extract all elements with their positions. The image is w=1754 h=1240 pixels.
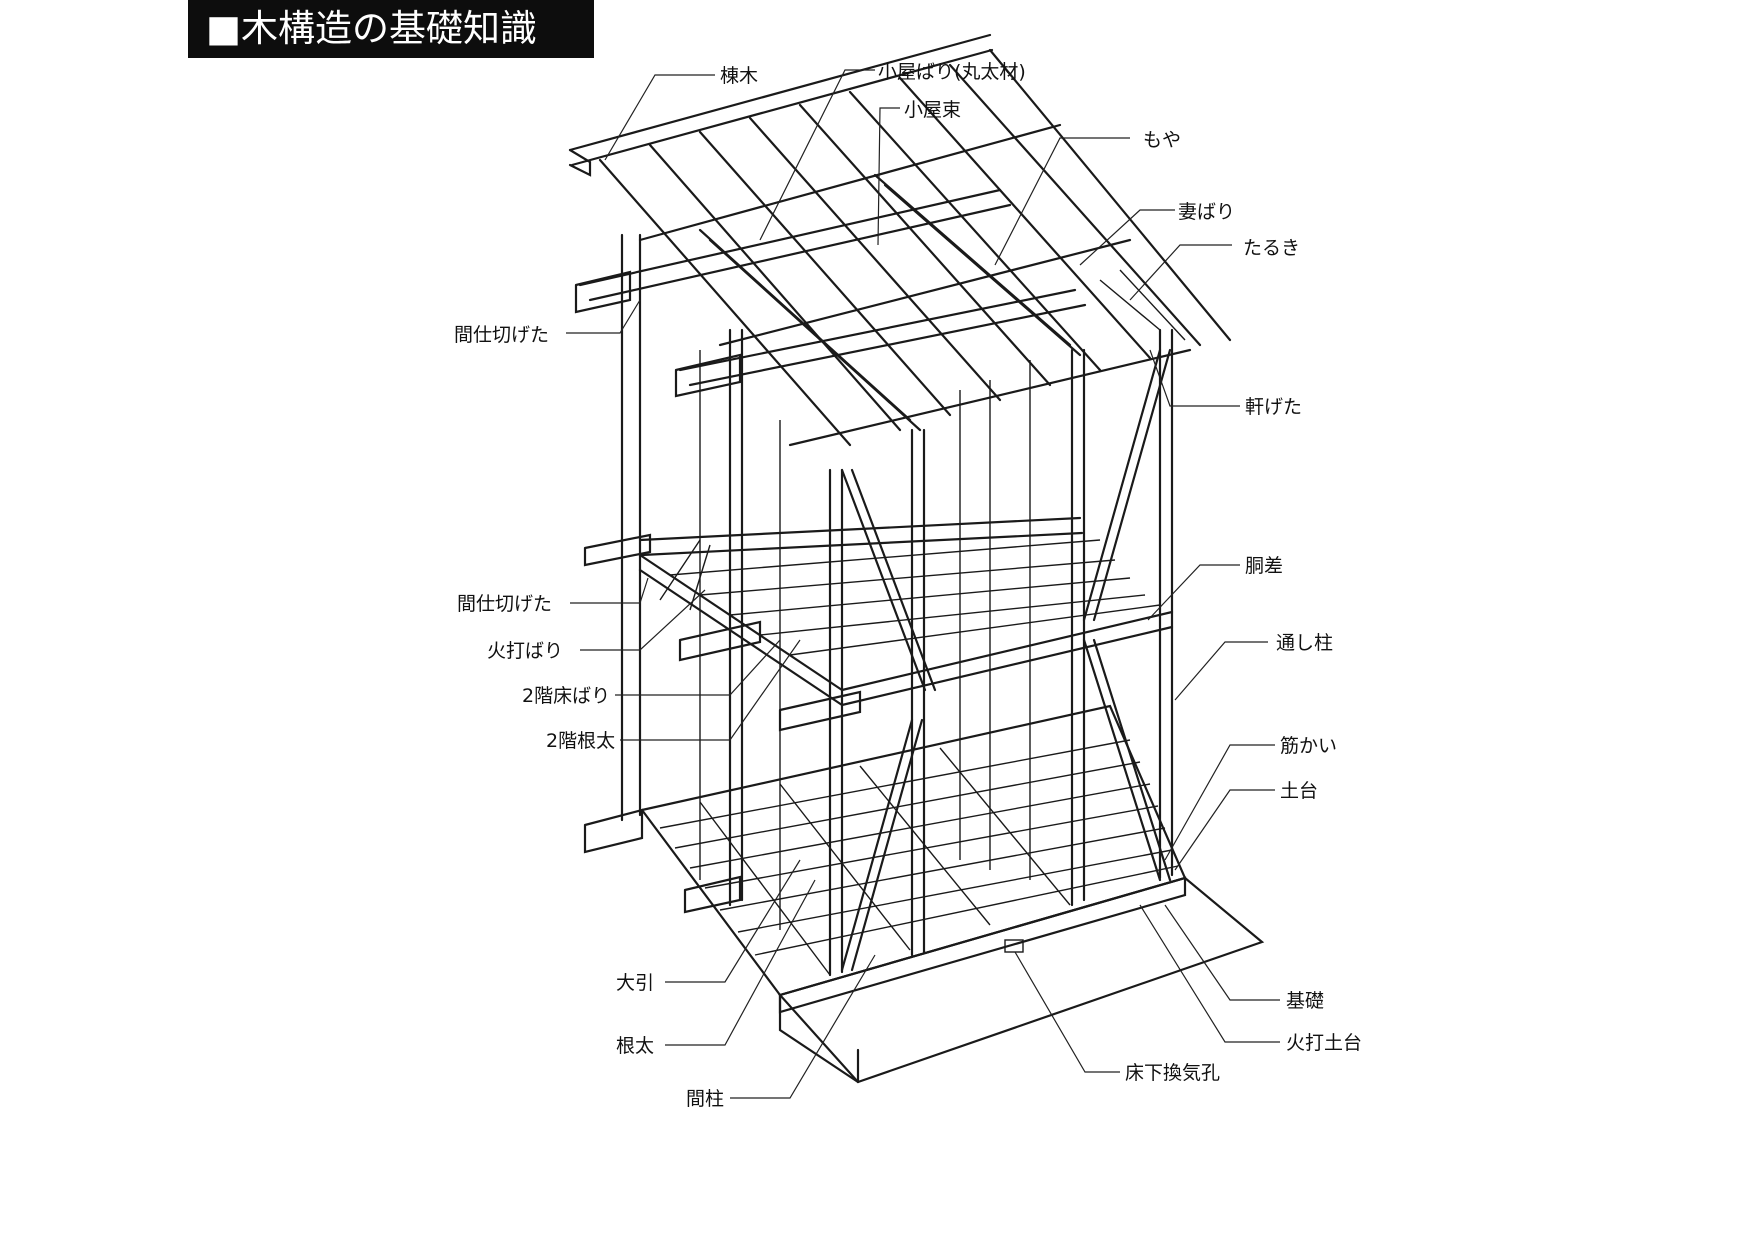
page-title: ■木構造の基礎知識 xyxy=(188,0,594,58)
label-kiso: 基礎 xyxy=(1286,990,1324,1012)
label-neda: 根太 xyxy=(616,1035,654,1057)
label-taruki: たるき xyxy=(1243,237,1300,259)
label-dodai: 土台 xyxy=(1280,780,1318,802)
label-nokigeta: 軒げた xyxy=(1245,396,1302,418)
roof-framing xyxy=(568,33,1232,447)
label-toshibashira: 通し柱 xyxy=(1276,632,1333,654)
label-koyazuka: 小屋束 xyxy=(904,99,961,121)
label-floor2-beam: 2階床ばり xyxy=(522,685,610,707)
label-obiki: 大引 xyxy=(616,972,654,994)
label-floor2-joist: 2階根太 xyxy=(546,730,615,752)
posts xyxy=(620,233,1174,977)
labels: 棟木 小屋ばり(丸太材) 小屋束 もや 妻ばり たるき 間仕切げた 軒げた 胴差… xyxy=(454,61,1362,1110)
label-hiuchibari: 火打ばり xyxy=(487,640,563,662)
label-majikiri-geta-lower: 間仕切げた xyxy=(457,593,552,615)
label-majikiri-geta-upper: 間仕切げた xyxy=(454,324,549,346)
label-koyabari: 小屋ばり(丸太材) xyxy=(878,61,1026,83)
label-moya: もや xyxy=(1143,129,1181,151)
label-dosashi: 胴差 xyxy=(1245,555,1283,577)
label-underfloor-vent: 床下換気孔 xyxy=(1125,1062,1220,1084)
foundation-drawing xyxy=(778,876,1265,1084)
label-tsumabari: 妻ばり xyxy=(1178,201,1235,223)
label-hiuchi-dodai: 火打土台 xyxy=(1286,1032,1362,1054)
label-mabashira: 間柱 xyxy=(686,1088,724,1110)
label-sujikai: 筋かい xyxy=(1280,735,1337,757)
braces xyxy=(840,348,1172,972)
label-munagi: 棟木 xyxy=(720,65,758,87)
leader-lines xyxy=(566,69,1280,1099)
